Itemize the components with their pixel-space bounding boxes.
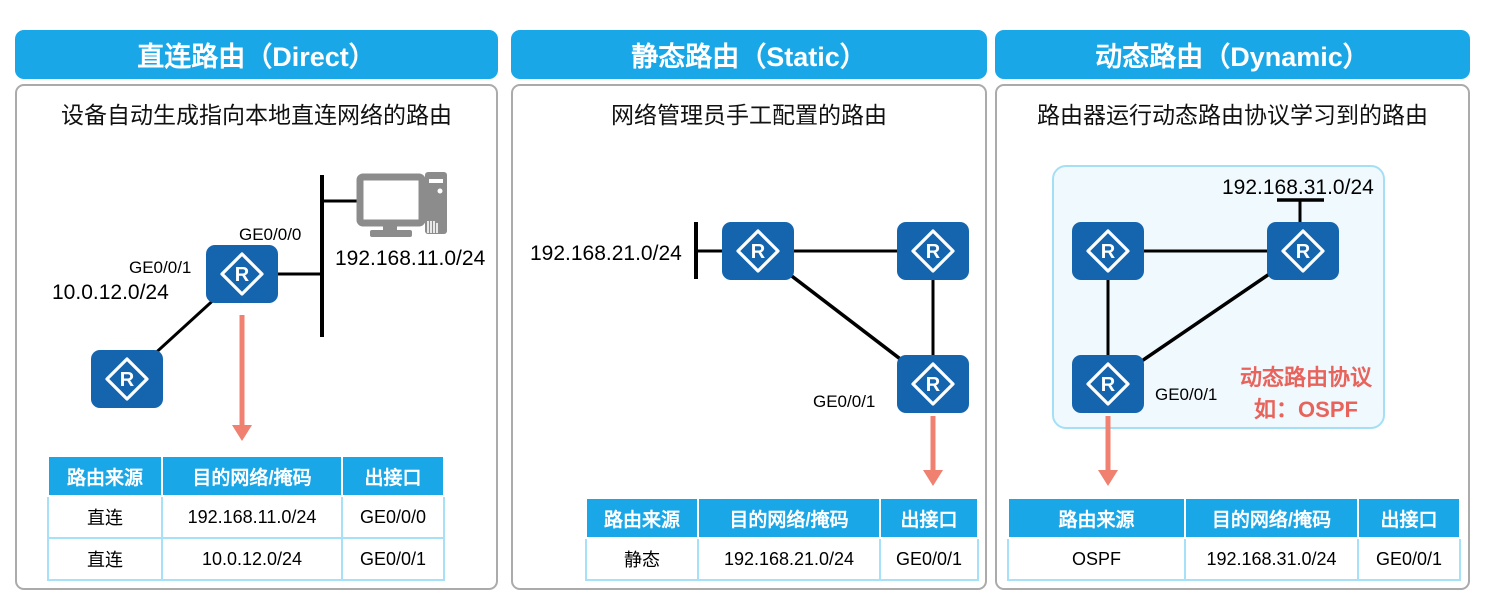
cell-out-interface: GE0/0/1 xyxy=(1357,537,1461,581)
svg-text:R: R xyxy=(926,374,941,396)
router-icon: R xyxy=(1072,355,1144,413)
route-table: 路由来源 目的网络/掩码 出接口 静态 192.168.21.0/24 GE0/… xyxy=(585,497,979,581)
interface-label: GE0/0/1 xyxy=(1155,385,1218,404)
router-icon: R xyxy=(897,222,969,280)
dynamic-protocol-note: 动态路由协议 如：OSPF xyxy=(1225,362,1387,426)
panel-direct-route: 直连路由（Direct） 设备自动生成指向本地直连网络的路由 xyxy=(15,30,498,590)
router-icon: R xyxy=(897,355,969,413)
note-line-1: 动态路由协议 xyxy=(1239,365,1372,390)
panel-dynamic-header: 动态路由（Dynamic） xyxy=(995,30,1470,79)
arrow-down-icon xyxy=(923,416,943,486)
cell-dest-network: 192.168.21.0/24 xyxy=(697,537,881,581)
cell-route-source: 静态 xyxy=(585,537,699,581)
col-out-interface: 出接口 xyxy=(1357,497,1461,539)
panel-static-body: 网络管理员手工配置的路由 R xyxy=(511,84,987,590)
cell-route-source: OSPF xyxy=(1007,537,1186,581)
table-header-row: 路由来源 目的网络/掩码 出接口 xyxy=(1007,497,1461,539)
cell-route-source: 直连 xyxy=(47,537,163,581)
network-label: 192.168.21.0/24 xyxy=(530,242,682,265)
interface-label: GE0/0/0 xyxy=(239,225,302,244)
col-route-source: 路由来源 xyxy=(1007,497,1186,539)
router-icon: R xyxy=(722,222,794,280)
panel-static-route: 静态路由（Static） 网络管理员手工配置的路由 R xyxy=(511,30,987,590)
network-label: 192.168.11.0/24 xyxy=(335,247,486,270)
table-header-row: 路由来源 目的网络/掩码 出接口 xyxy=(585,497,979,539)
panel-direct-description: 设备自动生成指向本地直连网络的路由 xyxy=(61,102,452,128)
svg-text:R: R xyxy=(751,241,766,263)
svg-text:R: R xyxy=(1296,241,1311,263)
cell-out-interface: GE0/0/1 xyxy=(341,537,445,581)
cell-dest-network: 192.168.31.0/24 xyxy=(1184,537,1359,581)
network-label: 192.168.31.0/24 xyxy=(1222,176,1374,199)
col-route-source: 路由来源 xyxy=(585,497,699,539)
arrow-down-icon xyxy=(232,315,252,441)
panel-static-title: 静态路由（Static） xyxy=(631,42,867,72)
table-row: OSPF 192.168.31.0/24 GE0/0/1 xyxy=(1007,537,1461,581)
panel-static-header: 静态路由（Static） xyxy=(511,30,987,79)
cell-route-source: 直连 xyxy=(47,495,163,539)
panel-dynamic-route: 动态路由（Dynamic） 路由器运行动态路由协议学习到的路由 R xyxy=(995,30,1470,590)
table-row: 直连 192.168.11.0/24 GE0/0/0 xyxy=(47,495,445,539)
interface-label: GE0/0/1 xyxy=(813,392,876,411)
col-out-interface: 出接口 xyxy=(879,497,979,539)
route-table: 路由来源 目的网络/掩码 出接口 OSPF 192.168.31.0/24 GE… xyxy=(1007,497,1461,581)
router-icon: R xyxy=(1267,222,1339,280)
svg-text:R: R xyxy=(1101,241,1116,263)
cell-out-interface: GE0/0/1 xyxy=(879,537,979,581)
router-icon: R xyxy=(206,245,278,303)
panel-direct-header: 直连路由（Direct） xyxy=(15,30,498,79)
route-table: 路由来源 目的网络/掩码 出接口 直连 192.168.11.0/24 GE0/… xyxy=(47,455,445,581)
panel-dynamic-body: 路由器运行动态路由协议学习到的路由 R xyxy=(995,84,1470,590)
panel-direct-title: 直连路由（Direct） xyxy=(137,42,376,72)
pc-icon xyxy=(355,171,449,246)
col-dest-network: 目的网络/掩码 xyxy=(697,497,881,539)
router-icon: R xyxy=(91,350,163,408)
note-line-2: 如：OSPF xyxy=(1254,397,1358,422)
panel-static-description: 网络管理员手工配置的路由 xyxy=(611,102,887,128)
svg-text:R: R xyxy=(120,369,135,391)
table-row: 直连 10.0.12.0/24 GE0/0/1 xyxy=(47,537,445,581)
svg-text:R: R xyxy=(235,264,250,286)
cell-out-interface: GE0/0/0 xyxy=(341,495,445,539)
panel-direct-body: 设备自动生成指向本地直连网络的路由 xyxy=(15,84,498,590)
panel-dynamic-title: 动态路由（Dynamic） xyxy=(1095,42,1370,72)
table-header-row: 路由来源 目的网络/掩码 出接口 xyxy=(47,455,445,497)
col-out-interface: 出接口 xyxy=(341,455,445,497)
panel-dynamic-description: 路由器运行动态路由协议学习到的路由 xyxy=(1037,102,1428,128)
col-route-source: 路由来源 xyxy=(47,455,163,497)
network-label: 10.0.12.0/24 xyxy=(52,281,169,304)
interface-label: GE0/0/1 xyxy=(129,258,192,277)
cell-dest-network: 10.0.12.0/24 xyxy=(161,537,343,581)
svg-text:R: R xyxy=(1101,374,1116,396)
col-dest-network: 目的网络/掩码 xyxy=(161,455,343,497)
table-row: 静态 192.168.21.0/24 GE0/0/1 xyxy=(585,537,979,581)
cell-dest-network: 192.168.11.0/24 xyxy=(161,495,343,539)
router-icon: R xyxy=(1072,222,1144,280)
svg-text:R: R xyxy=(926,241,941,263)
col-dest-network: 目的网络/掩码 xyxy=(1184,497,1359,539)
